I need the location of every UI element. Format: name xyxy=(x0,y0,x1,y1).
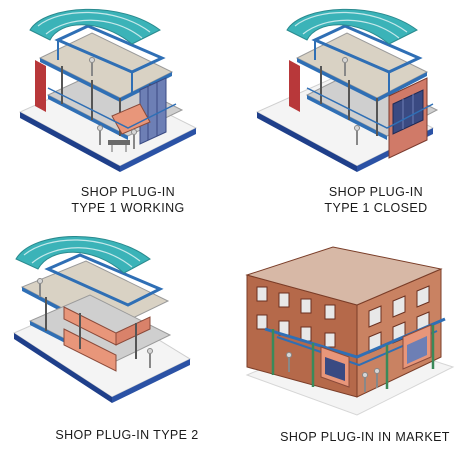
panel-in-market: SHOP PLUG-IN IN MARKET xyxy=(237,225,474,451)
caption-line: SHOP PLUG-IN xyxy=(80,185,176,199)
caption-type1-working: SHOP PLUG-IN TYPE 1 WORKING xyxy=(58,184,198,216)
diagram-type1-closed xyxy=(255,8,439,172)
caption-line: SHOP PLUG-IN IN MARKET xyxy=(280,430,450,444)
caption-type2: SHOP PLUG-IN TYPE 2 xyxy=(52,427,202,443)
caption-type1-closed: SHOP PLUG-IN TYPE 1 CLOSED xyxy=(311,184,441,216)
caption-line: TYPE 1 WORKING xyxy=(71,201,185,215)
panel-type2: SHOP PLUG-IN TYPE 2 xyxy=(0,225,237,451)
caption-in-market: SHOP PLUG-IN IN MARKET xyxy=(275,429,455,445)
panel-type1-closed: SHOP PLUG-IN TYPE 1 CLOSED xyxy=(237,0,474,225)
caption-line: SHOP PLUG-IN TYPE 2 xyxy=(55,428,199,442)
diagram-type2 xyxy=(12,236,192,403)
panel-type1-working: SHOP PLUG-IN TYPE 1 WORKING xyxy=(0,0,237,225)
caption-line: SHOP PLUG-IN xyxy=(328,185,424,199)
caption-line: TYPE 1 CLOSED xyxy=(324,201,428,215)
diagram-in-market xyxy=(245,246,455,416)
diagram-type1-working xyxy=(18,8,198,172)
